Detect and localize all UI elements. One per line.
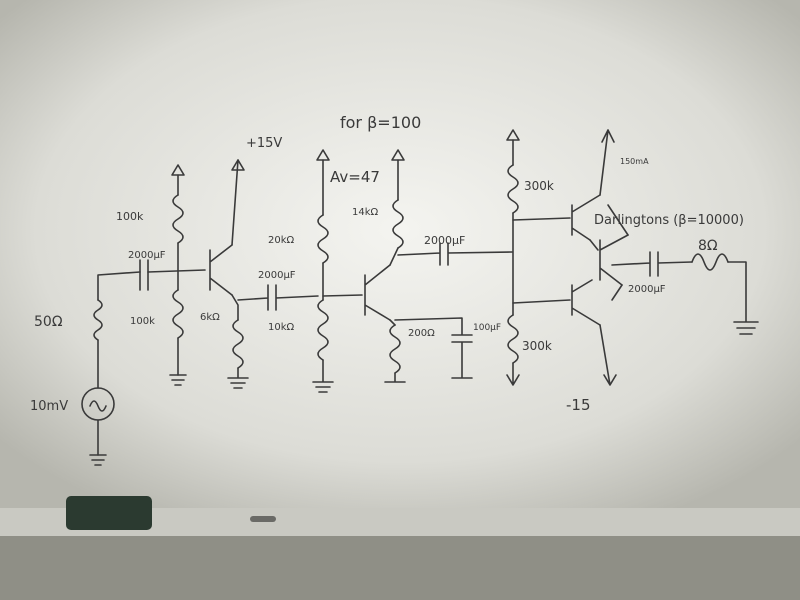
- stage2-capacitor-label: 2000μF: [258, 270, 296, 281]
- stage2-capacitor: [237, 284, 319, 311]
- bias-bottom-label: 100k: [130, 316, 155, 327]
- load-speaker: [691, 253, 729, 271]
- circuit-drawing: [81, 129, 759, 466]
- gain-label: Av=47: [330, 168, 380, 186]
- circuit-labels: for β=100 +15V Av=47 50Ω 10mV 2000μF 100…: [30, 113, 744, 414]
- wall: [0, 536, 800, 600]
- stage2-bias-bottom-label: 10kΩ: [268, 322, 295, 333]
- eraser[interactable]: [66, 496, 152, 530]
- source-resistor: [93, 299, 103, 341]
- transistor-q2: [364, 264, 391, 321]
- emitter2-label: 200Ω: [408, 328, 435, 339]
- bias3-top-label: 300k: [524, 179, 554, 193]
- bias3-bottom-label: 300k: [522, 339, 552, 353]
- stage2-bias-top: [317, 214, 329, 264]
- bias-top-label: 100k: [116, 210, 144, 223]
- ground-symbol: [89, 454, 107, 466]
- beta-label: for β=100: [340, 113, 421, 132]
- darlington-label: Darlingtons (β=10000): [594, 213, 744, 228]
- bypass-capacitor-label: 100μF: [473, 323, 501, 333]
- emitter-resistor-1: [232, 319, 244, 369]
- bias3-resistor-bottom: [507, 314, 519, 364]
- darlington-upper-2: [589, 234, 629, 286]
- source-voltage-label: 10mV: [30, 399, 68, 414]
- stage2-bias-top-label: 20kΩ: [268, 235, 295, 246]
- current-note-label: 150mA: [620, 157, 649, 166]
- bypass-capacitor: [394, 317, 473, 379]
- output-capacitor: [611, 251, 693, 277]
- collector-resistor-2: [392, 199, 404, 249]
- darlington-lower-1: [512, 279, 601, 326]
- stage3-capacitor-label: 2000μF: [424, 234, 465, 247]
- bias-resistor-top: [172, 194, 184, 244]
- marker-cap: [250, 516, 276, 522]
- emitter1-label: 6kΩ: [200, 312, 220, 323]
- transistor-q1: [209, 244, 233, 296]
- supply-negative-label: -15: [566, 396, 591, 414]
- bias-resistor-bottom: [172, 289, 184, 339]
- stage2-bias-bottom: [317, 299, 329, 361]
- supply-positive-label: +15V: [246, 136, 282, 151]
- input-capacitor-label: 2000μF: [128, 250, 166, 261]
- output-capacitor-label: 2000μF: [628, 284, 666, 295]
- emitter-resistor-2: [389, 324, 401, 374]
- stage3-capacitor: [397, 242, 513, 266]
- darlington-upper-1: [512, 194, 601, 241]
- bias3-resistor-top: [507, 164, 519, 214]
- input-capacitor: [139, 259, 149, 291]
- load-label: 8Ω: [698, 238, 718, 254]
- collector2-label: 14kΩ: [352, 207, 379, 218]
- source-resistor-label: 50Ω: [34, 314, 63, 330]
